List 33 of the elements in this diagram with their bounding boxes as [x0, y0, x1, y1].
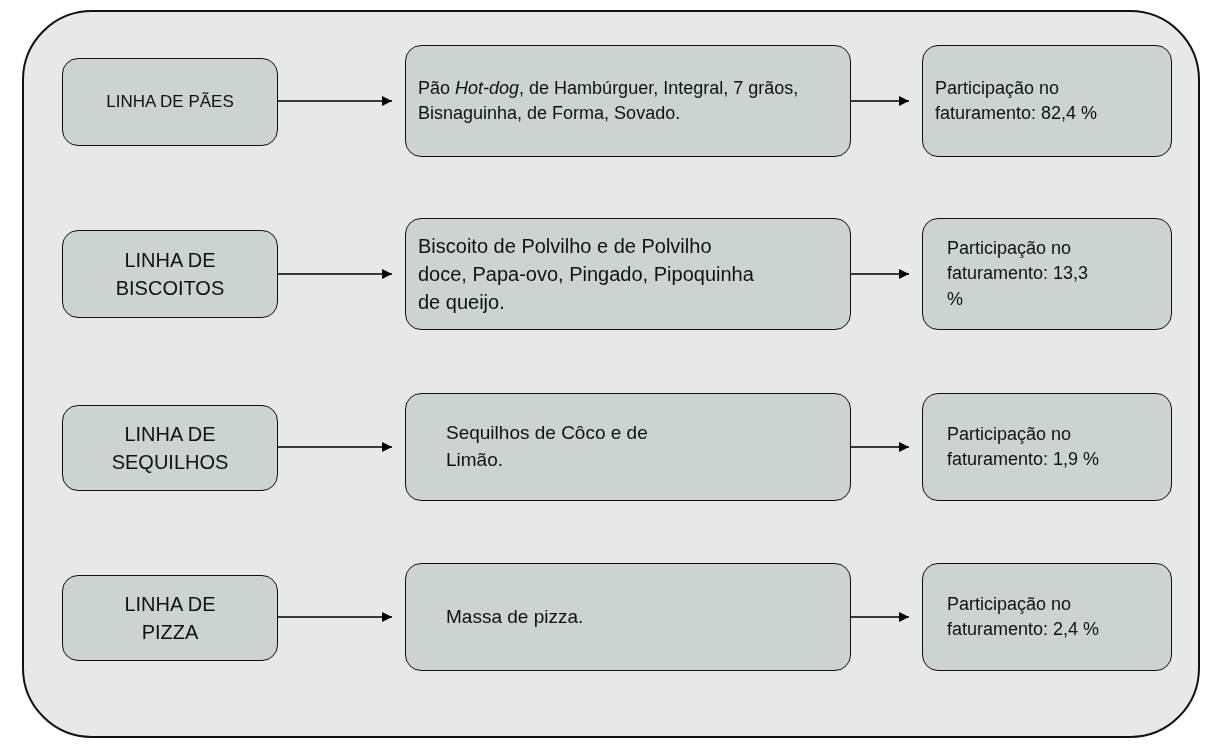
- arrow: [277, 96, 393, 106]
- info-box: [922, 218, 1172, 330]
- category-title: LINHA DE BISCOITOS: [114, 248, 226, 301]
- info-box: [405, 45, 851, 157]
- info-box: [922, 563, 1172, 671]
- info-box: [405, 218, 851, 330]
- box-text: Sequilhos de Côco e de Limão.: [446, 421, 649, 472]
- box-text: Massa de pizza.: [446, 604, 584, 629]
- info-box: [922, 45, 1172, 157]
- box-text: Participação no faturamento: 13,3 %: [947, 237, 1090, 311]
- category-box: [62, 230, 278, 318]
- box-text: Participação no faturamento: 2,4 %: [947, 592, 1101, 641]
- info-box: [922, 393, 1172, 501]
- box-text: Pão Hot-dog, de Hambúrguer, Integral, 7 grãos, Bisnaguinha, de Forma, Sovado.: [418, 76, 800, 125]
- container-panel: [22, 10, 1200, 738]
- arrow: [850, 442, 910, 452]
- info-box: [405, 563, 851, 671]
- category-title: LINHA DE SEQUILHOS: [110, 422, 230, 475]
- category-box: [62, 58, 278, 146]
- arrow: [277, 269, 393, 279]
- category-box: [62, 575, 278, 661]
- arrow: [850, 612, 910, 622]
- box-text: Participação no faturamento: 82,4 %: [935, 76, 1099, 125]
- box-text: Biscoito de Polvilho e de Polvilho doce, Papa-ovo, Pingado, Pipoquinha de queijo.: [418, 234, 755, 315]
- box-text: Participação no faturamento: 1,9 %: [947, 422, 1101, 471]
- category-title: LINHA DE PÃES: [106, 91, 234, 114]
- arrow: [850, 96, 910, 106]
- info-box: [405, 393, 851, 501]
- arrow: [850, 269, 910, 279]
- category-title: LINHA DE PIZZA: [123, 592, 217, 645]
- arrow: [277, 612, 393, 622]
- category-box: [62, 405, 278, 491]
- arrow: [277, 442, 393, 452]
